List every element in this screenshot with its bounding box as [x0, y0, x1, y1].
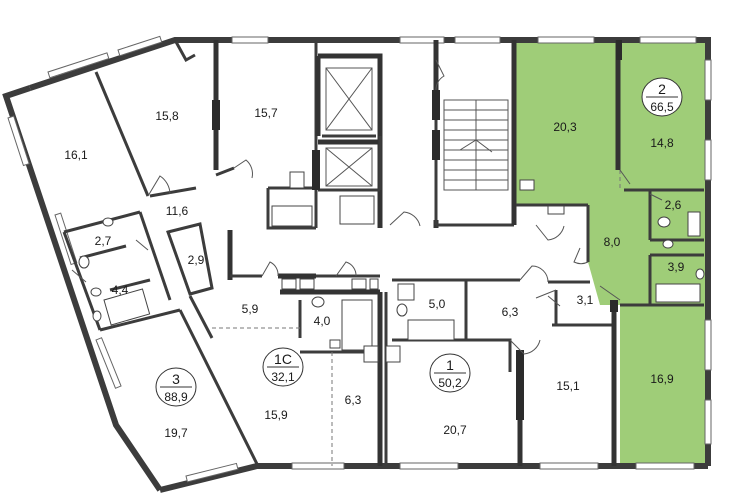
room-labels: 16,1 15,8 15,7 11,6 2,7 2,9 4,4 19,7 5,9… — [64, 106, 684, 440]
windows — [7, 35, 712, 483]
room-area: 20,7 — [443, 423, 467, 437]
room-area: 14,8 — [650, 136, 674, 150]
room-area: 20,3 — [553, 120, 577, 134]
room-area: 5,0 — [429, 297, 446, 311]
room-area: 4,4 — [112, 283, 129, 297]
room-area: 3,1 — [577, 293, 594, 307]
apartment-total-area: 32,1 — [271, 370, 295, 384]
room-area: 3,9 — [668, 260, 685, 274]
room-area: 19,7 — [164, 426, 188, 440]
bathroom-fixtures — [78, 171, 705, 363]
room-area: 8,0 — [604, 235, 621, 249]
apartment-number: 1С — [274, 351, 292, 367]
apartment-total-area: 88,9 — [164, 390, 188, 404]
room-area: 15,8 — [155, 109, 179, 123]
room-area: 15,7 — [254, 106, 278, 120]
apartment-number: 1 — [446, 357, 454, 373]
room-area: 15,9 — [264, 408, 288, 422]
room-area: 6,3 — [345, 393, 362, 407]
apartment-badge-1[interactable]: 1 50,2 — [429, 353, 471, 393]
room-area: 5,9 — [242, 302, 259, 316]
room-area: 11,6 — [166, 204, 189, 218]
room-area: 2,7 — [95, 234, 112, 248]
elevator-shafts — [325, 67, 373, 187]
apartment-badge-3[interactable]: 3 88,9 — [155, 367, 197, 407]
staircase — [443, 99, 509, 191]
apartment-badge-2[interactable]: 2 66,5 — [641, 77, 683, 117]
room-area: 16,1 — [64, 148, 88, 162]
apartment-total-area: 50,2 — [438, 376, 462, 390]
apartment-badge-1c[interactable]: 1С 32,1 — [262, 347, 304, 387]
apartment-2-highlight[interactable] — [516, 38, 708, 465]
apartment-number: 3 — [172, 371, 180, 387]
apartment-number: 2 — [658, 81, 666, 97]
room-area: 15,1 — [556, 379, 580, 393]
apartment-total-area: 66,5 — [650, 100, 674, 114]
columns — [212, 40, 622, 420]
room-area: 2,9 — [188, 253, 205, 267]
room-area: 6,3 — [502, 305, 519, 319]
doors — [71, 59, 663, 355]
room-area: 4,0 — [314, 314, 331, 328]
room-area: 2,6 — [665, 198, 682, 212]
room-area: 16,9 — [650, 372, 674, 386]
